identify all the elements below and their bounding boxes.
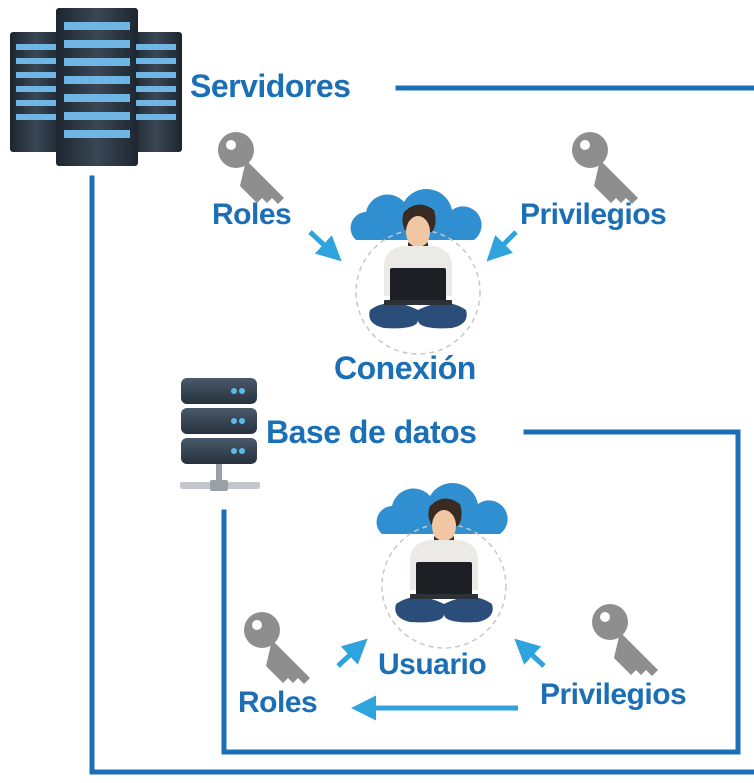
key-icon <box>218 132 284 204</box>
privileges-to-user-arrow <box>514 638 546 668</box>
user-person-icon <box>375 482 509 649</box>
servers-frame <box>89 85 754 775</box>
connection-privileges-label: Privilegios <box>520 198 667 231</box>
database-server-icon <box>180 378 260 491</box>
user-privileges-label: Privilegios <box>540 678 687 711</box>
user-label: Usuario <box>378 648 487 681</box>
key-icon <box>592 604 658 676</box>
servers-label: Servidores <box>190 68 351 104</box>
database-frame <box>221 429 741 755</box>
user-roles-label: Roles <box>238 686 318 719</box>
connection-roles-label: Roles <box>212 198 292 231</box>
server-rack-icon <box>10 8 182 166</box>
key-icon <box>572 132 638 204</box>
privileges-to-connection-arrow <box>486 230 518 262</box>
connection-label: Conexión <box>334 350 476 386</box>
key-icon <box>244 612 310 684</box>
roles-to-user-arrow <box>336 638 368 668</box>
roles-to-connection-arrow <box>308 230 342 262</box>
connection-person-icon <box>349 188 483 355</box>
database-label: Base de datos <box>266 414 477 450</box>
